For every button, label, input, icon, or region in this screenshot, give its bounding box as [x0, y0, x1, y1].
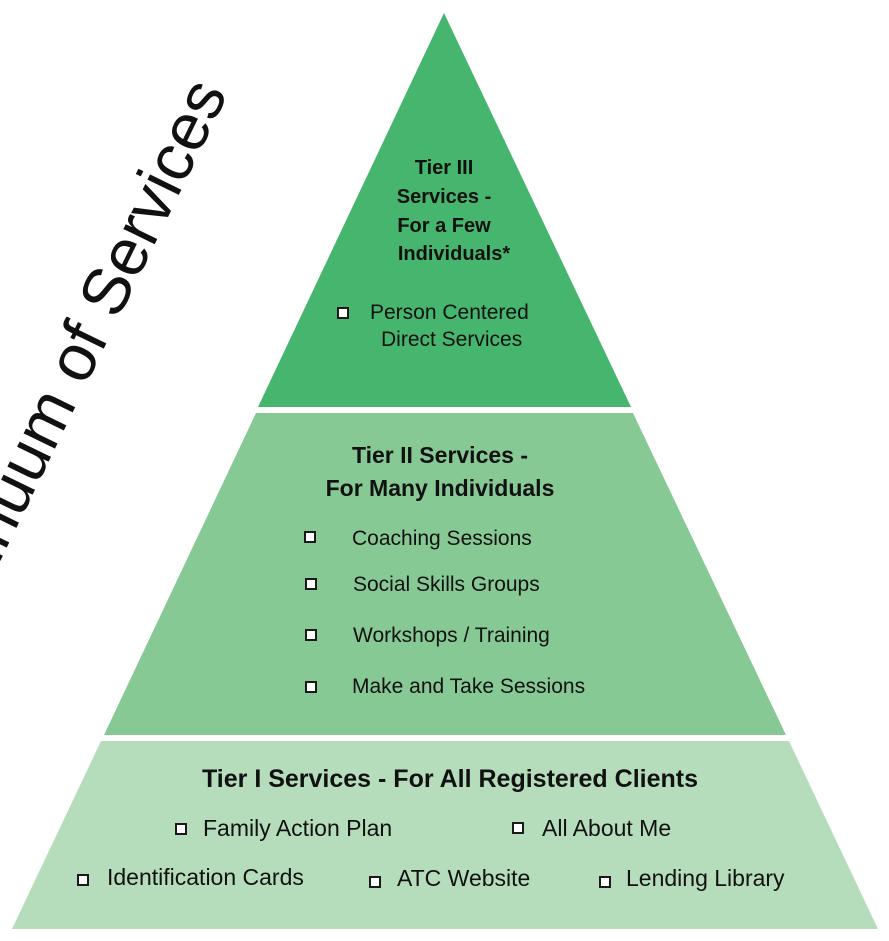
tier-1-item: All About Me — [542, 815, 672, 841]
tier-3-item-label: Person Centered — [370, 301, 529, 324]
checkbox-icon — [512, 822, 524, 834]
checkbox-icon — [175, 823, 187, 835]
tier-1-title: Tier I Services - For All Registered Cli… — [201, 765, 698, 793]
checkbox-icon — [305, 681, 317, 693]
checkbox-icon — [77, 874, 89, 886]
tier-3-title-line-2: Services - — [396, 186, 492, 208]
tier-2-item: Workshops / Training — [353, 624, 550, 647]
tier-2-item: Social Skills Groups — [353, 573, 540, 596]
checkbox-icon — [305, 629, 317, 641]
tier-1-item: ATC Website — [397, 865, 531, 891]
tier-2-title-line-2: For Many Individuals — [325, 475, 555, 501]
checkbox-icon — [337, 307, 349, 319]
tier-3-title-line-1: Tier III — [414, 157, 474, 179]
checkbox-icon — [305, 578, 317, 590]
tier-3-title-line-4: Individuals* — [397, 243, 511, 265]
tier-1-band — [12, 741, 878, 929]
tier-3-title-line-3: For a Few — [397, 215, 491, 237]
tier-2-item: Coaching Sessions — [352, 527, 532, 550]
tier-2-title-line-1: Tier II Services - — [351, 442, 528, 468]
tier-2-band — [104, 413, 786, 735]
tier-1-item: Family Action Plan — [203, 815, 393, 841]
tier-3-band — [258, 13, 631, 407]
tier-1-item: Identification Cards — [107, 864, 304, 890]
tier-2-item: Make and Take Sessions — [352, 675, 586, 698]
checkbox-icon — [599, 876, 611, 888]
tier-1-item: Lending Library — [626, 865, 785, 891]
tier-3-item-label-continued: Direct Services — [381, 328, 523, 351]
checkbox-icon — [369, 876, 381, 888]
checkbox-icon — [304, 531, 316, 543]
